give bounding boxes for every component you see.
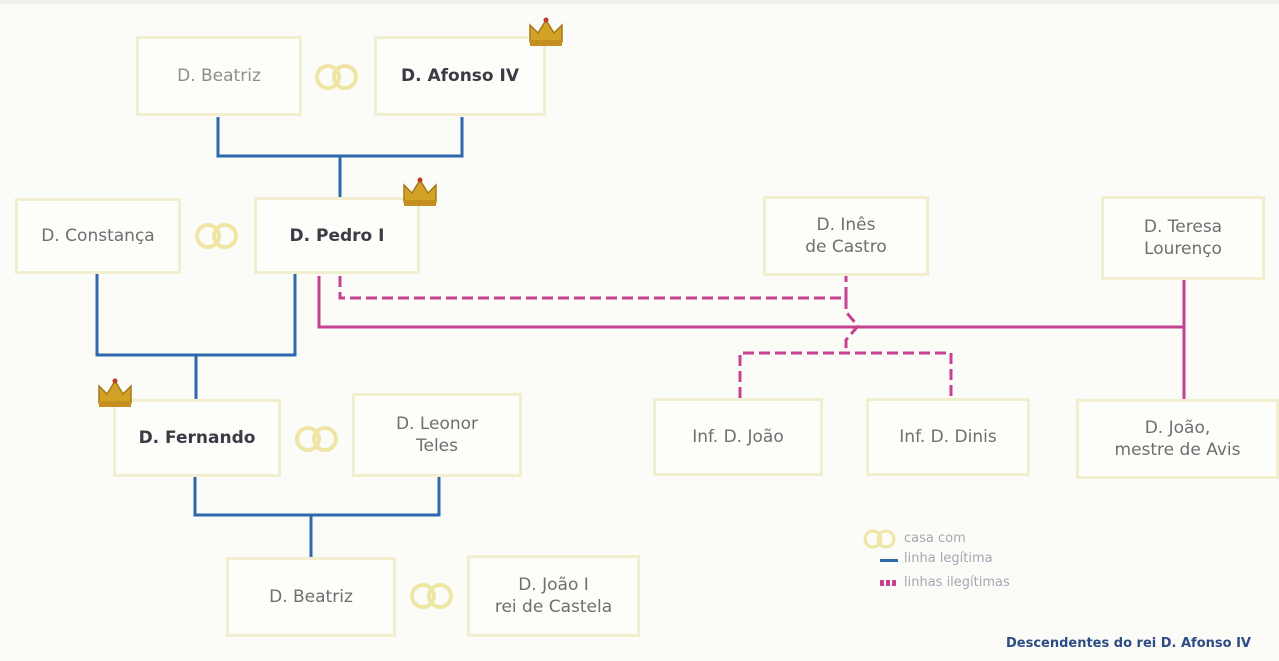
legend-linhas-ilegitimas: linhas ilegítimas — [904, 575, 1010, 590]
person-label-line2: rei de Castela — [494, 597, 613, 617]
person-label: D. Afonso IV — [400, 66, 520, 86]
person-inf-joao: Inf. D. João — [653, 398, 823, 476]
crown-icon — [98, 378, 132, 407]
person-label-line1: D. Teresa — [1143, 217, 1223, 237]
line-afonso-to-pedro — [216, 117, 464, 158]
person-label: D. Pedro I — [289, 225, 385, 246]
person-beatriz-top: D. Beatriz — [136, 36, 302, 116]
person-label: D. Beatriz — [269, 587, 353, 607]
line-pedro-ines-dashed — [338, 276, 848, 300]
person-joao-mestre-de-avis: D. João, mestre de Avis — [1076, 399, 1279, 479]
person-inf-dinis: Inf. D. Dinis — [866, 398, 1030, 476]
rings-icon — [410, 583, 453, 609]
person-label-line2: de Castro — [805, 237, 887, 257]
person-label: D. Constança — [41, 226, 155, 246]
person-label: D. Fernando — [138, 428, 256, 448]
rings-icon — [295, 426, 338, 452]
line-fernando-to-beatriz — [193, 477, 441, 517]
person-label-line1: D. Inês — [816, 215, 876, 235]
person-constanca: D. Constança — [15, 198, 181, 274]
person-beatriz-bottom: D. Beatriz — [226, 557, 396, 637]
person-leonor-teles: D. Leonor Teles — [352, 393, 522, 477]
person-teresa-lourenco: D. Teresa Lourenço — [1101, 196, 1265, 280]
person-label: D. Beatriz — [177, 66, 261, 86]
person-label-line1: D. João I — [518, 575, 589, 595]
crown-icon — [529, 17, 563, 46]
person-joao-i-castela: D. João I rei de Castela — [467, 555, 640, 637]
person-label: Inf. D. Dinis — [899, 427, 997, 447]
crown-icon — [403, 177, 437, 206]
legend-casa-com: casa com — [904, 531, 966, 546]
legend-legit-swatch — [880, 559, 898, 562]
rings-icon — [863, 529, 896, 549]
person-pedro-i: D. Pedro I — [254, 197, 420, 274]
diagram-caption: Descendentes do rei D. Afonso IV — [1005, 636, 1251, 651]
person-label-line1: D. Leonor — [395, 414, 479, 434]
person-label-line2: Teles — [416, 436, 458, 456]
legend-linha-legitima: linha legítima — [904, 551, 993, 566]
rings-icon — [315, 64, 358, 90]
person-label-line2: mestre de Avis — [1114, 440, 1241, 460]
line-ines-children-dashed — [738, 351, 953, 398]
top-edge-strip — [0, 0, 1279, 4]
line-ines-down-dashed — [844, 298, 860, 352]
person-ines-de-castro: D. Inês de Castro — [763, 196, 929, 276]
rings-icon — [195, 223, 238, 249]
person-afonso-iv: D. Afonso IV — [374, 36, 546, 116]
person-label: Inf. D. João — [692, 427, 784, 447]
person-label-line2: Lourenço — [1144, 239, 1222, 259]
legend-illegit-swatch — [880, 580, 898, 586]
person-label-line1: D. João, — [1144, 418, 1211, 438]
line-pedro-teresa — [317, 276, 1184, 329]
person-fernando: D. Fernando — [113, 399, 281, 477]
line-pedro-to-fernando — [95, 273, 297, 357]
